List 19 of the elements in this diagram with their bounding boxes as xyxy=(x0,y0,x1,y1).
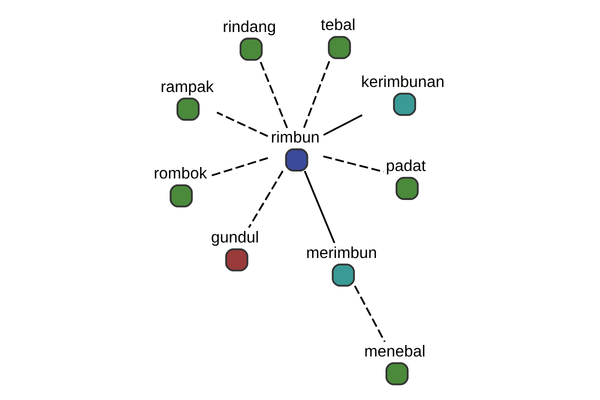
node-label: kerimbunan xyxy=(361,74,444,91)
node-label: padat xyxy=(386,158,426,176)
node-label: tebal xyxy=(320,17,356,34)
node-label: rimbun xyxy=(270,130,320,147)
connector xyxy=(354,285,386,342)
node-label: menebal xyxy=(364,343,426,360)
node-label: gundul xyxy=(211,229,259,246)
connector xyxy=(248,170,284,228)
connector xyxy=(323,155,384,173)
node-label: rombok xyxy=(154,165,207,182)
node-label: merimbun xyxy=(306,244,378,262)
node-label: rampak xyxy=(160,78,214,96)
connector xyxy=(303,58,332,128)
connector xyxy=(258,60,288,128)
connector xyxy=(216,112,268,138)
connector xyxy=(323,114,363,136)
node-label: rindang xyxy=(222,18,276,36)
connector xyxy=(304,170,336,244)
connector xyxy=(209,157,268,177)
